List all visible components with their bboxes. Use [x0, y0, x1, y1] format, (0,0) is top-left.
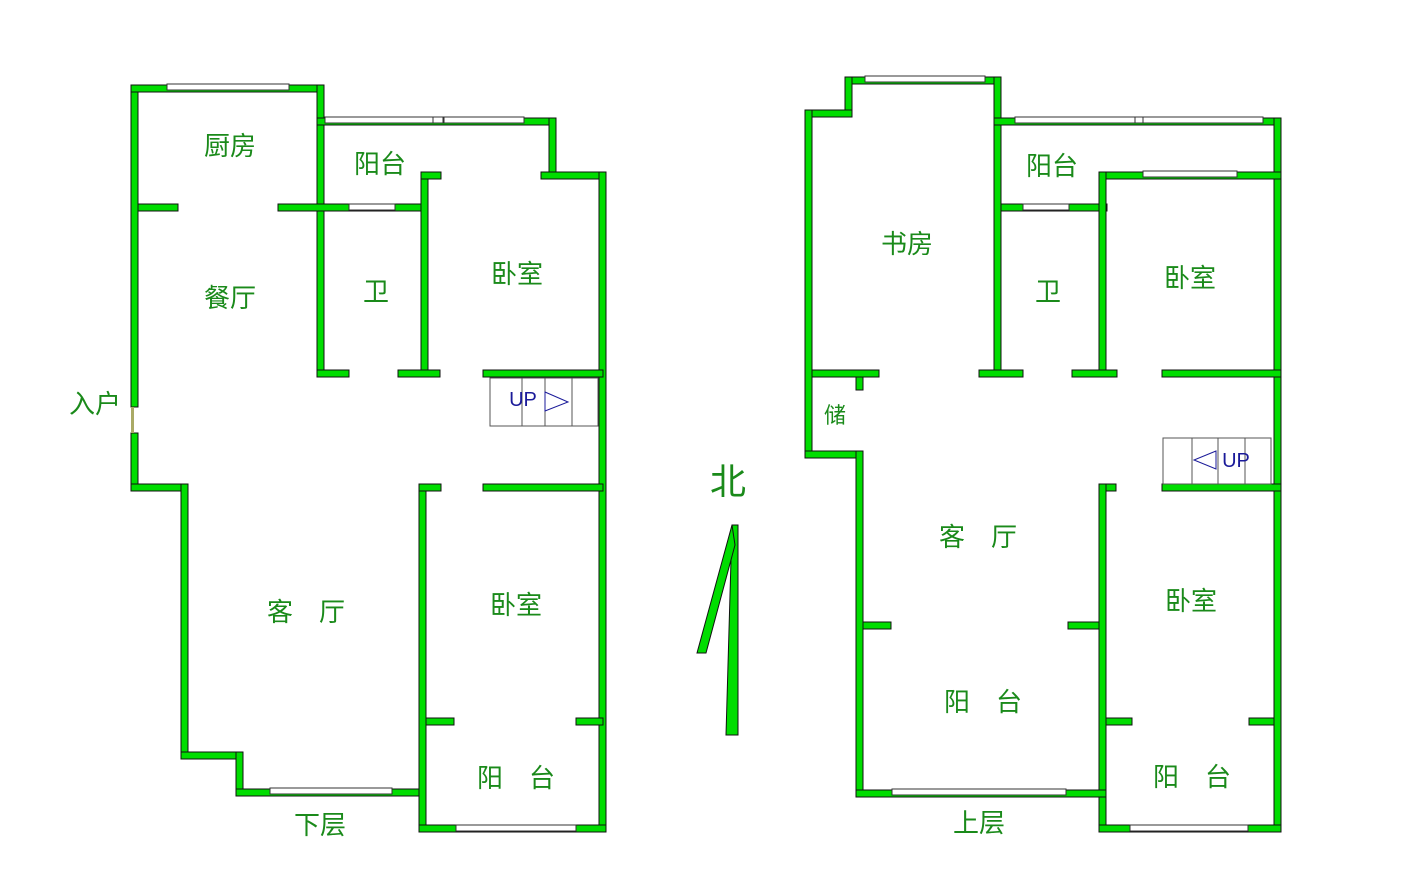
upper-floor-title: 上层	[953, 809, 1005, 839]
north-label: 北	[710, 462, 746, 503]
upper-living-label: 客 厅	[939, 523, 1017, 553]
lower-bedroom-north-label: 卧室	[491, 260, 543, 290]
upper-balcony-south-label: 阳 台	[1153, 763, 1231, 793]
upper-bedroom-north-label: 卧室	[1164, 264, 1216, 294]
lower-balcony-north-label: 阳台	[354, 150, 406, 180]
lower-balcony-south-label: 阳 台	[477, 764, 555, 794]
lower-bath-label: 卫	[363, 278, 389, 308]
entrance-label: 入户	[69, 390, 121, 420]
lower-floor-walls	[130, 84, 607, 833]
upper-floor-walls	[804, 76, 1282, 833]
lower-living-label: 客 厅	[267, 598, 345, 628]
lower-stair-up-label: UP	[509, 389, 537, 411]
upper-balcony-north-label: 阳台	[1026, 152, 1078, 182]
lower-bedroom-south-label: 卧室	[490, 591, 542, 621]
north-arrow-icon	[696, 524, 739, 736]
upper-stair-up-label: UP	[1222, 450, 1250, 472]
upper-bath-label: 卫	[1035, 278, 1061, 308]
upper-bedroom-south-label: 卧室	[1165, 587, 1217, 617]
upper-balcony-living-label: 阳 台	[944, 688, 1022, 718]
upper-stair	[1162, 437, 1272, 485]
lower-kitchen-label: 厨房	[204, 132, 256, 162]
lower-stair	[489, 377, 599, 427]
upper-floor-windows	[864, 75, 1264, 832]
lower-floor-title: 下层	[294, 811, 346, 841]
lower-floor-windows	[166, 83, 577, 832]
lower-dining-label: 餐厅	[204, 284, 256, 314]
upper-study-label: 书房	[881, 230, 933, 260]
upper-storage-label: 储	[824, 404, 846, 429]
